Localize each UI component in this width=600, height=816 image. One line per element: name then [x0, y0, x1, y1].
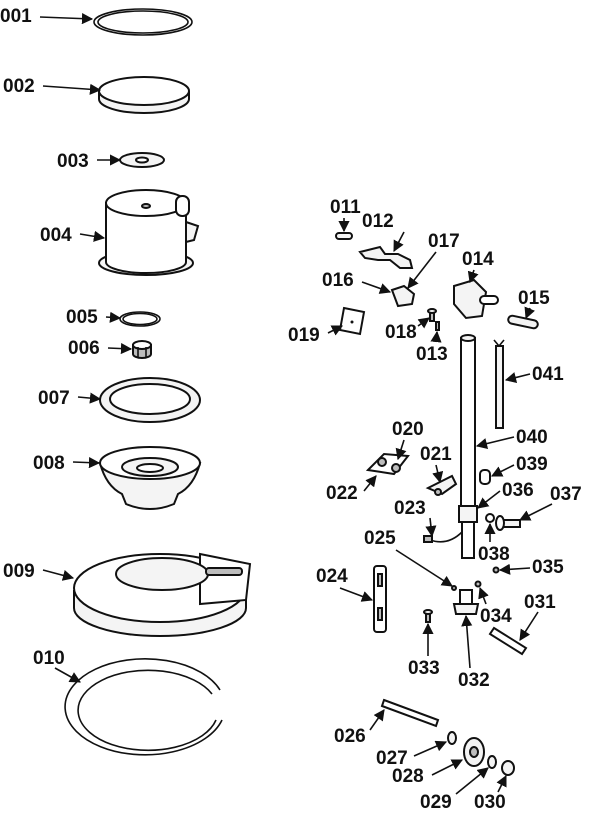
label-016: 016 — [322, 270, 354, 291]
part-005-o-ring — [119, 311, 161, 327]
part-024-slotted-bar — [373, 565, 387, 633]
part-011-pin — [335, 232, 353, 240]
label-038: 038 — [478, 544, 510, 565]
label-039: 039 — [516, 454, 548, 475]
part-004-housing — [98, 189, 200, 276]
part-015-pin — [507, 314, 539, 330]
part-030-knob — [501, 760, 515, 776]
label-006: 006 — [68, 338, 100, 359]
part-023-cable — [423, 531, 463, 543]
part-027-bushing — [447, 731, 457, 745]
label-030: 030 — [474, 792, 506, 813]
part-013-screw — [435, 321, 440, 331]
label-024: 024 — [316, 566, 348, 587]
label-004: 004 — [40, 225, 72, 246]
label-028: 028 — [392, 766, 424, 787]
part-001-ring — [93, 8, 193, 36]
part-040-shaft — [460, 334, 476, 509]
label-023: 023 — [394, 498, 426, 519]
label-040: 040 — [516, 427, 548, 448]
label-026: 026 — [334, 726, 366, 747]
label-036: 036 — [502, 480, 534, 501]
label-027: 027 — [376, 748, 408, 769]
part-008-bowl — [98, 446, 202, 510]
part-031-pin — [488, 626, 528, 656]
label-031: 031 — [524, 592, 556, 613]
label-032: 032 — [458, 670, 490, 691]
part-002-disc — [98, 76, 190, 114]
part-036-collar — [458, 505, 478, 559]
labels: 001 002 003 004 005 006 007 008 009 010 … — [0, 6, 582, 813]
part-033-screw — [423, 609, 433, 623]
label-021: 021 — [420, 444, 452, 465]
part-007-ring — [99, 377, 201, 423]
part-022-fittings — [365, 452, 410, 476]
label-015: 015 — [518, 288, 550, 309]
part-014-clamp — [453, 278, 499, 320]
label-020: 020 — [392, 419, 424, 440]
label-035: 035 — [532, 557, 564, 578]
part-019-plate — [338, 306, 366, 336]
label-002: 002 — [3, 76, 35, 97]
label-007: 007 — [38, 388, 70, 409]
label-008: 008 — [33, 453, 65, 474]
part-016-clip — [390, 284, 416, 308]
part-021-latch — [425, 474, 458, 496]
part-026-rod — [380, 698, 440, 728]
label-009: 009 — [3, 561, 35, 582]
label-013: 013 — [416, 344, 448, 365]
part-041-rod — [493, 339, 505, 429]
label-005: 005 — [66, 307, 98, 328]
part-012-bracket — [358, 245, 414, 269]
part-003-washer — [119, 152, 165, 168]
label-012: 012 — [362, 211, 394, 232]
part-037-bolt — [485, 513, 521, 531]
label-019: 019 — [288, 325, 320, 346]
part-032-yoke — [452, 589, 480, 615]
label-041: 041 — [532, 364, 564, 385]
part-018-screw — [427, 308, 437, 322]
label-029: 029 — [420, 792, 452, 813]
label-037: 037 — [550, 484, 582, 505]
part-028-bushing — [487, 755, 497, 769]
part-010-split-ring — [64, 658, 223, 756]
label-025: 025 — [364, 528, 396, 549]
label-017: 017 — [428, 231, 460, 252]
label-033: 033 — [408, 658, 440, 679]
part-039-clip — [479, 469, 491, 485]
part-029-wheel — [463, 737, 485, 767]
part-009-base — [73, 552, 252, 637]
label-034: 034 — [480, 606, 512, 627]
label-022: 022 — [326, 483, 358, 504]
label-010: 010 — [33, 648, 65, 669]
label-003: 003 — [57, 151, 89, 172]
label-018: 018 — [385, 322, 417, 343]
part-006-nut — [132, 340, 152, 359]
part-035-ball — [451, 566, 500, 591]
label-014: 014 — [462, 249, 494, 270]
label-001: 001 — [0, 6, 32, 27]
label-011: 011 — [330, 197, 361, 218]
